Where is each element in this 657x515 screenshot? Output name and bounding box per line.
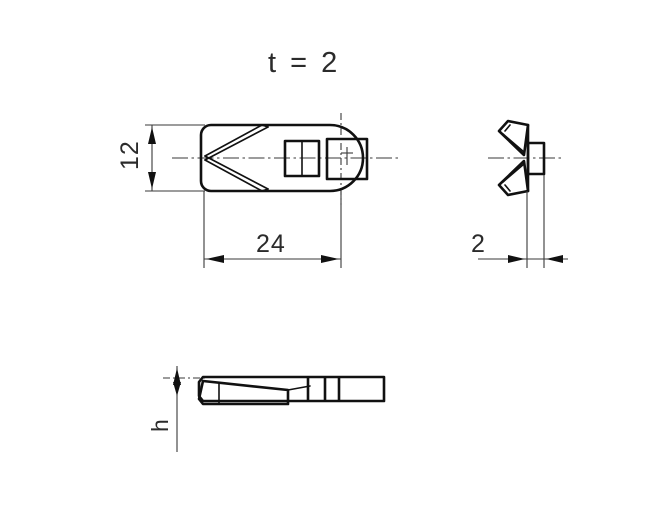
dim2-arrow-left xyxy=(508,255,525,263)
side-view-lower-wing xyxy=(497,159,530,197)
dimh-value-text: h xyxy=(147,419,173,432)
dim24-arrow-left xyxy=(206,255,224,263)
side-view-upper-wing-edge xyxy=(504,124,511,132)
title-note-text: t = 2 xyxy=(268,47,340,79)
dimh-arrow-bottom xyxy=(173,382,181,396)
side-view-tab xyxy=(526,141,546,176)
front-view-outline xyxy=(197,375,386,403)
dim12-arrow-top xyxy=(148,127,156,144)
top-view-chamfer-lower-a xyxy=(204,159,263,192)
top-view-chamfer-upper-b xyxy=(204,126,269,161)
front-view-wedge-fold-2 xyxy=(287,385,311,391)
top-view-group: 12 24 xyxy=(116,113,398,268)
dim12-value-text: 12 xyxy=(116,140,144,170)
side-view-upper-wing-fold xyxy=(502,133,525,153)
side-view-group: 2 xyxy=(471,119,568,268)
dim12-arrow-bottom xyxy=(148,172,156,189)
top-view-outline xyxy=(199,123,365,193)
top-view-chamfer-lower-b xyxy=(204,155,269,190)
dimh-arrow-top xyxy=(173,368,181,385)
dim2-arrow-right xyxy=(546,255,563,263)
dim2-value-text: 2 xyxy=(471,230,486,258)
top-view-chamfer-upper-end xyxy=(261,124,269,128)
dim24-value-text: 24 xyxy=(256,230,286,258)
side-view-upper-wing xyxy=(497,119,530,157)
side-view-lower-wing-fold xyxy=(502,163,525,183)
front-view-group: h xyxy=(147,366,386,452)
top-view-chamfer-upper-a xyxy=(204,124,263,157)
top-view-chamfer-lower-end xyxy=(261,188,269,192)
side-view-lower-wing-edge xyxy=(504,184,511,192)
front-view-wedge-nose xyxy=(197,379,290,406)
top-view-large-window xyxy=(325,137,369,181)
dim24-arrow-right xyxy=(321,255,339,263)
